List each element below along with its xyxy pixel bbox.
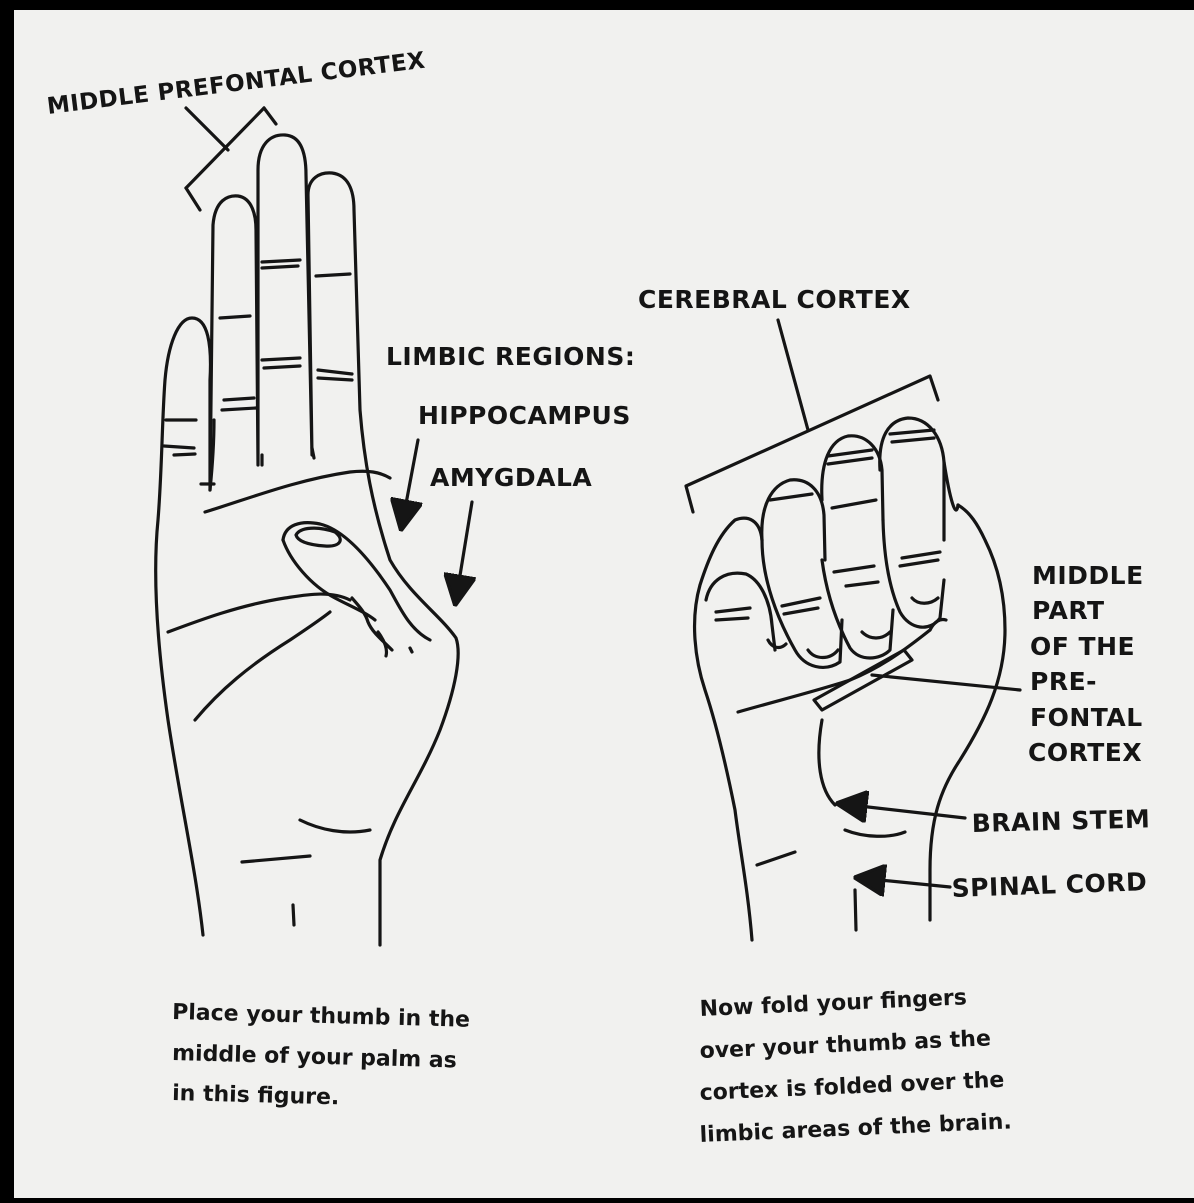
spinal-cord-arrow — [860, 878, 950, 887]
middle-part-label-line-2: PART — [1032, 596, 1105, 625]
hippocampus-label: HIPPOCAMPUS — [418, 401, 631, 430]
left-caption-line-1: Place your thumb in the — [172, 1000, 470, 1033]
brain-stem-label: BRAIN STEM — [971, 804, 1150, 838]
limbic-regions-label: LIMBIC REGIONS: — [386, 342, 635, 371]
amygdala-label: AMYGDALA — [430, 463, 592, 492]
left-caption-line-2: middle of your palm as — [172, 1041, 457, 1073]
left-caption-line-3: in this figure. — [172, 1081, 340, 1110]
spinal-cord-label: SPINAL CORD — [951, 867, 1148, 903]
middle-part-label-line-6: CORTEX — [1028, 738, 1142, 767]
cerebral-cortex-label: CEREBRAL CORTEX — [638, 285, 911, 314]
right-caption-line-2: over your thumb as the — [699, 1026, 991, 1064]
prefrontal-bracket-left — [186, 108, 276, 210]
middle-part-label-line-1: MIDDLE — [1032, 561, 1144, 590]
brain-stem-arrow — [842, 804, 965, 818]
open-hand-drawing — [156, 135, 459, 945]
middle-part-label-line-5: FONTAL — [1030, 703, 1143, 732]
middle-part-label-line-3: OF THE — [1030, 632, 1135, 661]
middle-part-label-line-4: PRE- — [1030, 667, 1097, 696]
fist-drawing — [695, 418, 1005, 940]
right-caption-line-1: Now fold your fingers — [699, 985, 967, 1022]
right-caption-line-3: cortex is folded over the — [699, 1068, 1005, 1106]
hippocampus-arrow — [402, 440, 418, 525]
middle-prefrontal-cortex-label: MIDDLE PREFONTAL CORTEX — [46, 48, 427, 120]
cerebral-cortex-bracket — [686, 320, 938, 512]
amygdala-arrow — [456, 502, 472, 600]
right-caption-line-4: limbic areas of the brain. — [699, 1109, 1012, 1148]
